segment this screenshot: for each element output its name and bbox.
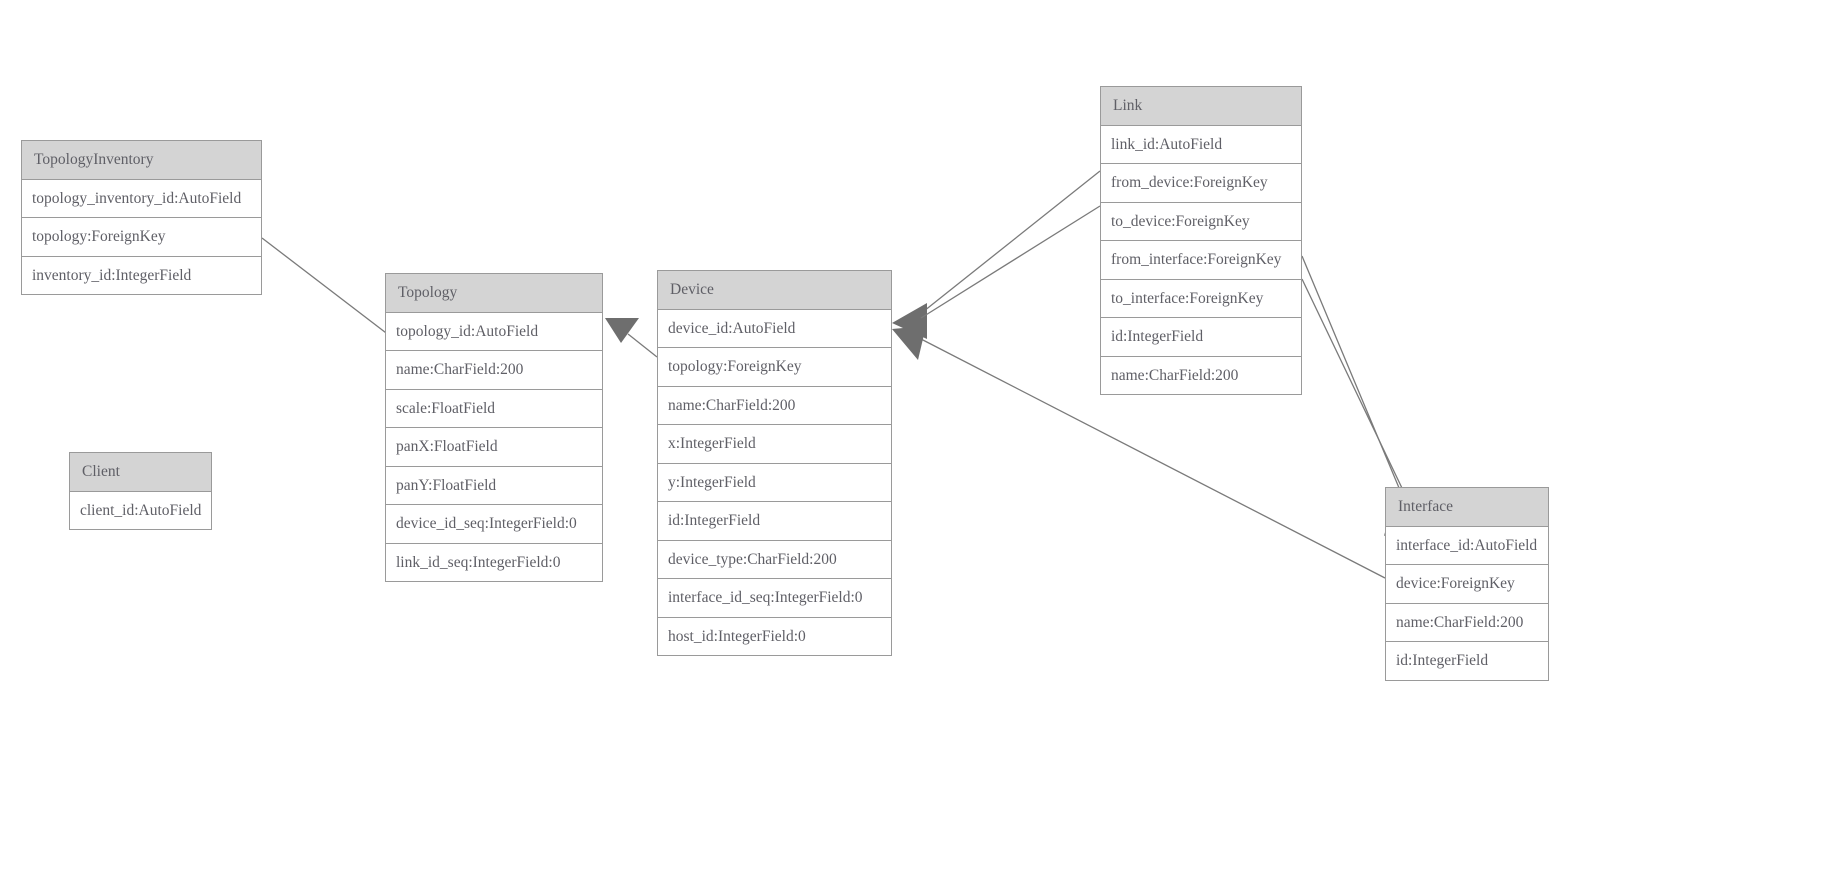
field-row: topology:ForeignKey [22,218,261,257]
field-row: device_id:AutoField [658,309,891,348]
entity-title-topology_inventory: TopologyInventory [22,141,261,180]
field-row: name:CharField:200 [386,351,602,390]
field-row: name:CharField:200 [1101,356,1301,394]
field-row: to_interface:ForeignKey [1101,279,1301,318]
field-row: link_id:AutoField [1101,125,1301,164]
field-row: inventory_id:IntegerField [22,256,261,294]
edge-link-to-interface [1301,278,1413,510]
field-row: device:ForeignKey [1386,565,1548,604]
field-row: from_device:ForeignKey [1101,164,1301,203]
entity-title-interface: Interface [1386,488,1548,527]
entity-title-link: Link [1101,87,1301,126]
field-row: to_device:ForeignKey [1101,202,1301,241]
edge-link-to-device [920,205,1101,319]
field-row: panX:FloatField [386,428,602,467]
field-row: topology_inventory_id:AutoField [22,179,261,218]
field-row: interface_id:AutoField [1386,526,1548,565]
edge-link-from-device [892,170,1101,339]
field-row: name:CharField:200 [1386,603,1548,642]
edge-device-topology [605,318,658,358]
field-row: topology_id:AutoField [386,312,602,351]
field-row: from_interface:ForeignKey [1101,241,1301,280]
field-row: panY:FloatField [386,466,602,505]
field-row: id:IntegerField [1101,318,1301,357]
entity-title-client: Client [70,453,211,492]
field-row: client_id:AutoField [70,491,211,529]
field-row: id:IntegerField [658,502,891,541]
field-row: device_id_seq:IntegerField:0 [386,505,602,544]
entity-fields-client: client_id:AutoField [70,491,211,529]
field-row: device_type:CharField:200 [658,540,891,579]
field-row: host_id:IntegerField:0 [658,617,891,655]
field-row: interface_id_seq:IntegerField:0 [658,579,891,618]
field-row: name:CharField:200 [658,386,891,425]
field-row: scale:FloatField [386,389,602,428]
field-row: id:IntegerField [1386,642,1548,680]
field-row: link_id_seq:IntegerField:0 [386,543,602,581]
entity-title-topology: Topology [386,274,602,313]
field-row: topology:ForeignKey [658,348,891,387]
entity-title-device: Device [658,271,891,310]
field-row: x:IntegerField [658,425,891,464]
field-row: y:IntegerField [658,463,891,502]
